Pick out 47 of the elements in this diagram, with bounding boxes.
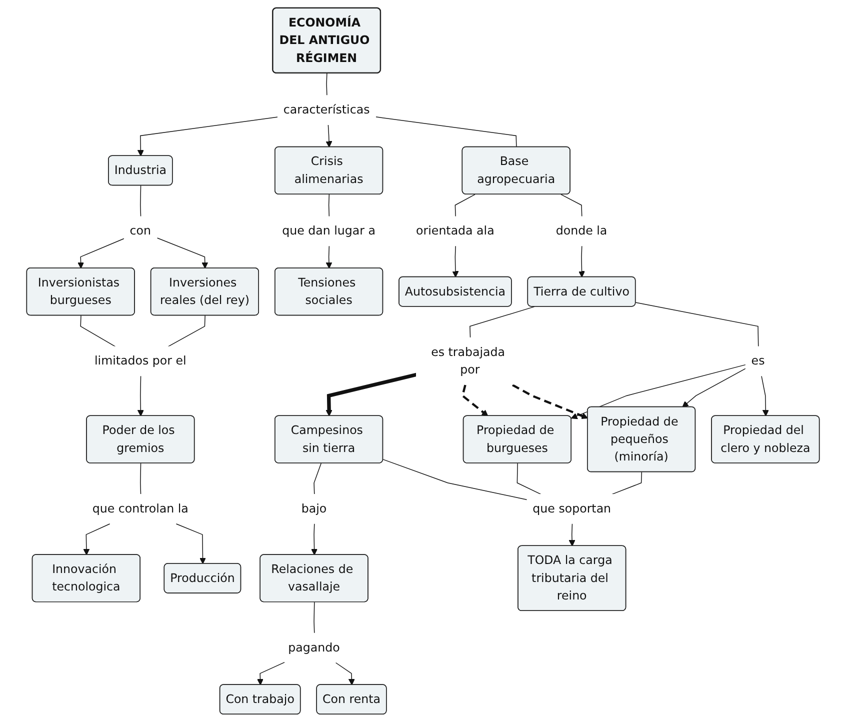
node-text: que dan lugar a [282,224,376,238]
arrow [137,116,278,156]
arrow [311,524,318,556]
connector [470,306,535,338]
arrow [682,368,746,408]
arrow [568,524,576,546]
node-text: características [283,102,370,116]
connector [635,302,759,347]
node-text: con [130,224,152,238]
connector [140,185,142,217]
node-text: es trabajada por [431,344,506,377]
arrow [761,376,769,416]
connector [560,194,582,217]
arrow [578,246,585,278]
node-text: orientada ala [416,224,494,238]
connector [612,472,642,495]
arrow [452,246,459,278]
connector [314,602,315,634]
arrow [326,246,332,269]
arrow [83,524,110,556]
arrow [176,524,206,564]
arrow [78,238,125,269]
arrow [257,662,285,686]
connector [140,462,142,495]
arrow [137,376,144,416]
connector [382,459,528,500]
connector [168,315,206,347]
arrow [570,364,746,420]
arrow [461,384,488,416]
node-text: pagando [288,640,340,654]
connector [454,194,476,217]
arrow [335,662,355,686]
node-text: que controlan la [92,501,188,516]
connector [326,72,328,96]
connector [328,194,330,217]
node-text: limitados por el [94,354,186,368]
connector [376,116,517,148]
node-text: donde la [556,224,608,238]
connector [314,462,322,495]
arrow [326,372,417,416]
node-text: bajo [301,501,327,516]
connector [80,315,116,347]
arrow [512,384,588,419]
node-text: es [751,354,765,368]
node-text: que soportan [532,501,612,516]
arrow [326,124,332,148]
arrow [156,238,208,269]
